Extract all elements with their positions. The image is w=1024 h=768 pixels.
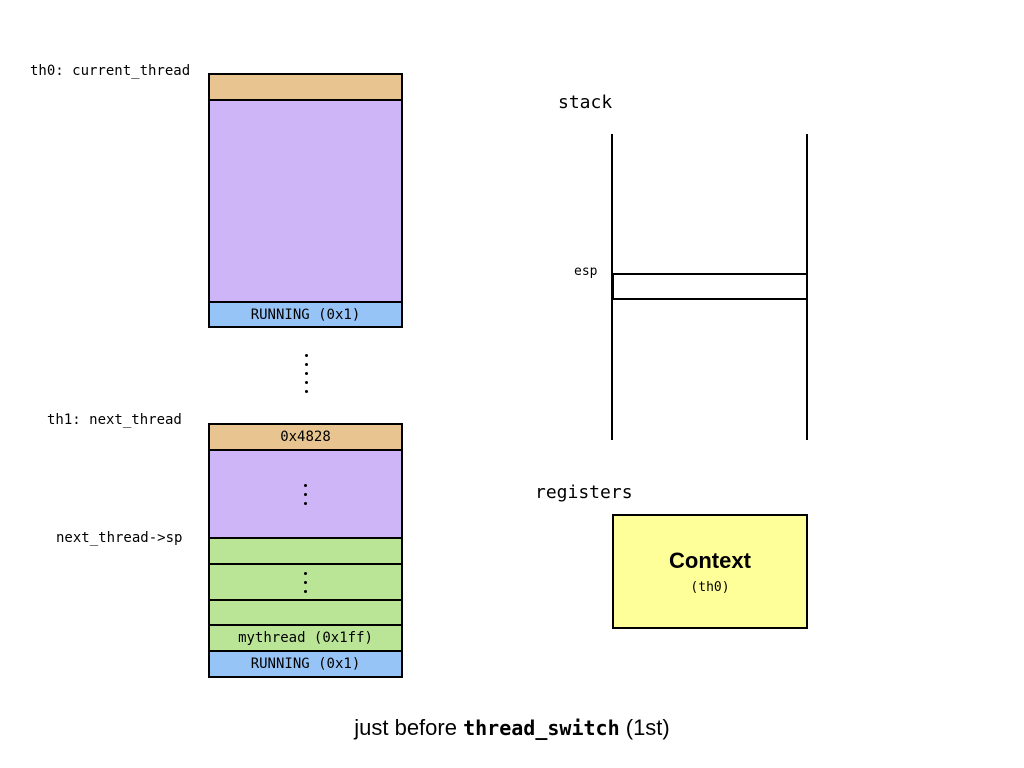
- th1-stack-cell-2: [208, 563, 403, 601]
- th1-body-ellipsis: [304, 483, 307, 505]
- context-box: Context (th0): [612, 514, 808, 629]
- esp-label: esp: [574, 264, 598, 279]
- th0-label: th0: current_thread: [30, 63, 191, 79]
- th1-stack-ellipsis: [304, 571, 307, 593]
- stack-title: stack: [558, 92, 613, 113]
- context-title: Context: [669, 548, 751, 573]
- context-subtitle: (th0): [690, 580, 730, 595]
- caption: just before thread_switch (1st): [0, 715, 1024, 741]
- th0-body-cell: [208, 99, 403, 303]
- registers-title: registers: [535, 482, 633, 503]
- th1-mythread-cell: mythread (0x1ff): [208, 624, 403, 652]
- vertical-ellipsis: [305, 354, 308, 393]
- th1-status-cell: RUNNING (0x1): [208, 650, 403, 678]
- caption-prefix: just before: [354, 715, 464, 740]
- th1-header-cell: 0x4828: [208, 423, 403, 451]
- th0-status-cell: RUNNING (0x1): [208, 301, 403, 328]
- th0-header-cell: [208, 73, 403, 101]
- caption-function: thread_switch: [463, 716, 620, 740]
- caption-suffix: (1st): [619, 715, 670, 740]
- next-thread-sp-label: next_thread->sp: [56, 530, 183, 546]
- th1-body-cell: [208, 449, 403, 539]
- th1-label: th1: next_thread: [47, 412, 182, 428]
- th1-stack-cell-1: [208, 537, 403, 565]
- th1-stack-cell-3: [208, 599, 403, 626]
- esp-slot: [612, 273, 808, 300]
